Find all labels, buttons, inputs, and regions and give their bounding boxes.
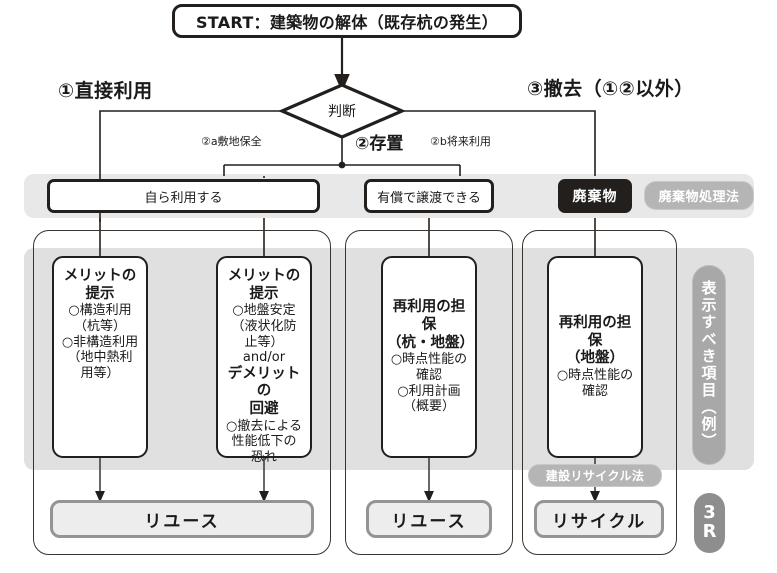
right-rail-label: 表示すべき項目（例） — [699, 280, 718, 450]
outcome-reuse-mid[interactable]: リユース — [366, 500, 492, 538]
card-2-mid-title: デメリットの回避 — [227, 365, 301, 418]
decision-node: 判断 — [282, 85, 402, 137]
group-waste — [522, 230, 677, 555]
construction-recycle-law-label: 建設リサイクル法 — [545, 469, 645, 483]
card-3-items: ○時点性能の確認○利用計画（概要） — [390, 352, 468, 415]
card-4-title: 再利用の担保（地盤） — [558, 314, 632, 367]
right-rail-display-items: 表示すべき項目（例） — [692, 265, 726, 465]
card-3-title: 再利用の担保（杭・地盤） — [387, 299, 474, 351]
branch-label-removal: ③撤去（①②以外） — [527, 78, 694, 100]
card-4-items: ○時点性能の確認 — [556, 367, 634, 399]
outcome-recycle[interactable]: リサイクル — [534, 500, 664, 538]
decision-label: 判断 — [328, 104, 356, 120]
card-reuse-assurance-ground: 再利用の担保（地盤） ○時点性能の確認 — [547, 256, 643, 458]
option-self-use-label: 自ら利用する — [144, 190, 223, 206]
card-2-title: メリットの提示 — [227, 268, 301, 302]
card-1-title: メリットの提示 — [63, 268, 137, 302]
construction-recycle-law-badge: 建設リサイクル法 — [528, 464, 662, 487]
card-merit-structural: メリットの提示 ○構造利用（杭等）○非構造利用（地中熱利用等） — [52, 256, 148, 458]
badge-3r-bottom: R — [702, 521, 717, 542]
option-self-use[interactable]: 自ら利用する — [47, 179, 320, 213]
start-label: START：建築物の解体（既存杭の発生） — [195, 13, 499, 32]
card-1-items: ○構造利用（杭等）○非構造利用（地中熱利用等） — [61, 303, 139, 381]
waste-law-label: 廃棄物処理法 — [658, 190, 740, 205]
branch-label-retain: ②存置 — [355, 134, 404, 154]
branch-label-sub-a: ②a敷地保全 — [201, 135, 262, 148]
group-paid-transfer — [345, 230, 513, 555]
badge-3r: 3 R — [694, 493, 725, 553]
branch-label-direct-use: ①直接利用 — [58, 80, 153, 102]
card-2-mid: and/or — [242, 350, 286, 366]
outcome-reuse-left[interactable]: リユース — [50, 500, 314, 538]
badge-3r-top: 3 — [703, 502, 716, 524]
group-self-use — [33, 230, 331, 555]
option-waste-label: 廃棄物 — [572, 189, 618, 205]
option-paid-transfer-label: 有償で譲渡できる — [377, 190, 481, 206]
start-node: START：建築物の解体（既存杭の発生） — [172, 4, 522, 38]
outcome-recycle-label: リサイクル — [551, 511, 647, 532]
waste-law-badge: 廃棄物処理法 — [644, 181, 754, 210]
option-paid-transfer[interactable]: 有償で譲渡できる — [364, 179, 494, 213]
outcome-reuse-mid-label: リユース — [391, 511, 467, 532]
card-merit-ground: メリットの提示 ○地盤安定（液状化防止等） and/or デメリットの回避 ○撤… — [216, 256, 312, 465]
card-2-items2: ○撤去による性能低下の恐れ — [226, 418, 302, 465]
card-reuse-assurance-pile-ground: 再利用の担保（杭・地盤） ○時点性能の確認○利用計画（概要） — [381, 256, 477, 458]
card-2-items: ○地盤安定（液状化防止等） — [231, 303, 297, 350]
option-waste[interactable]: 廃棄物 — [558, 179, 632, 213]
branch-label-sub-b: ②b将来利用 — [430, 135, 491, 148]
outcome-reuse-left-label: リユース — [144, 511, 220, 532]
